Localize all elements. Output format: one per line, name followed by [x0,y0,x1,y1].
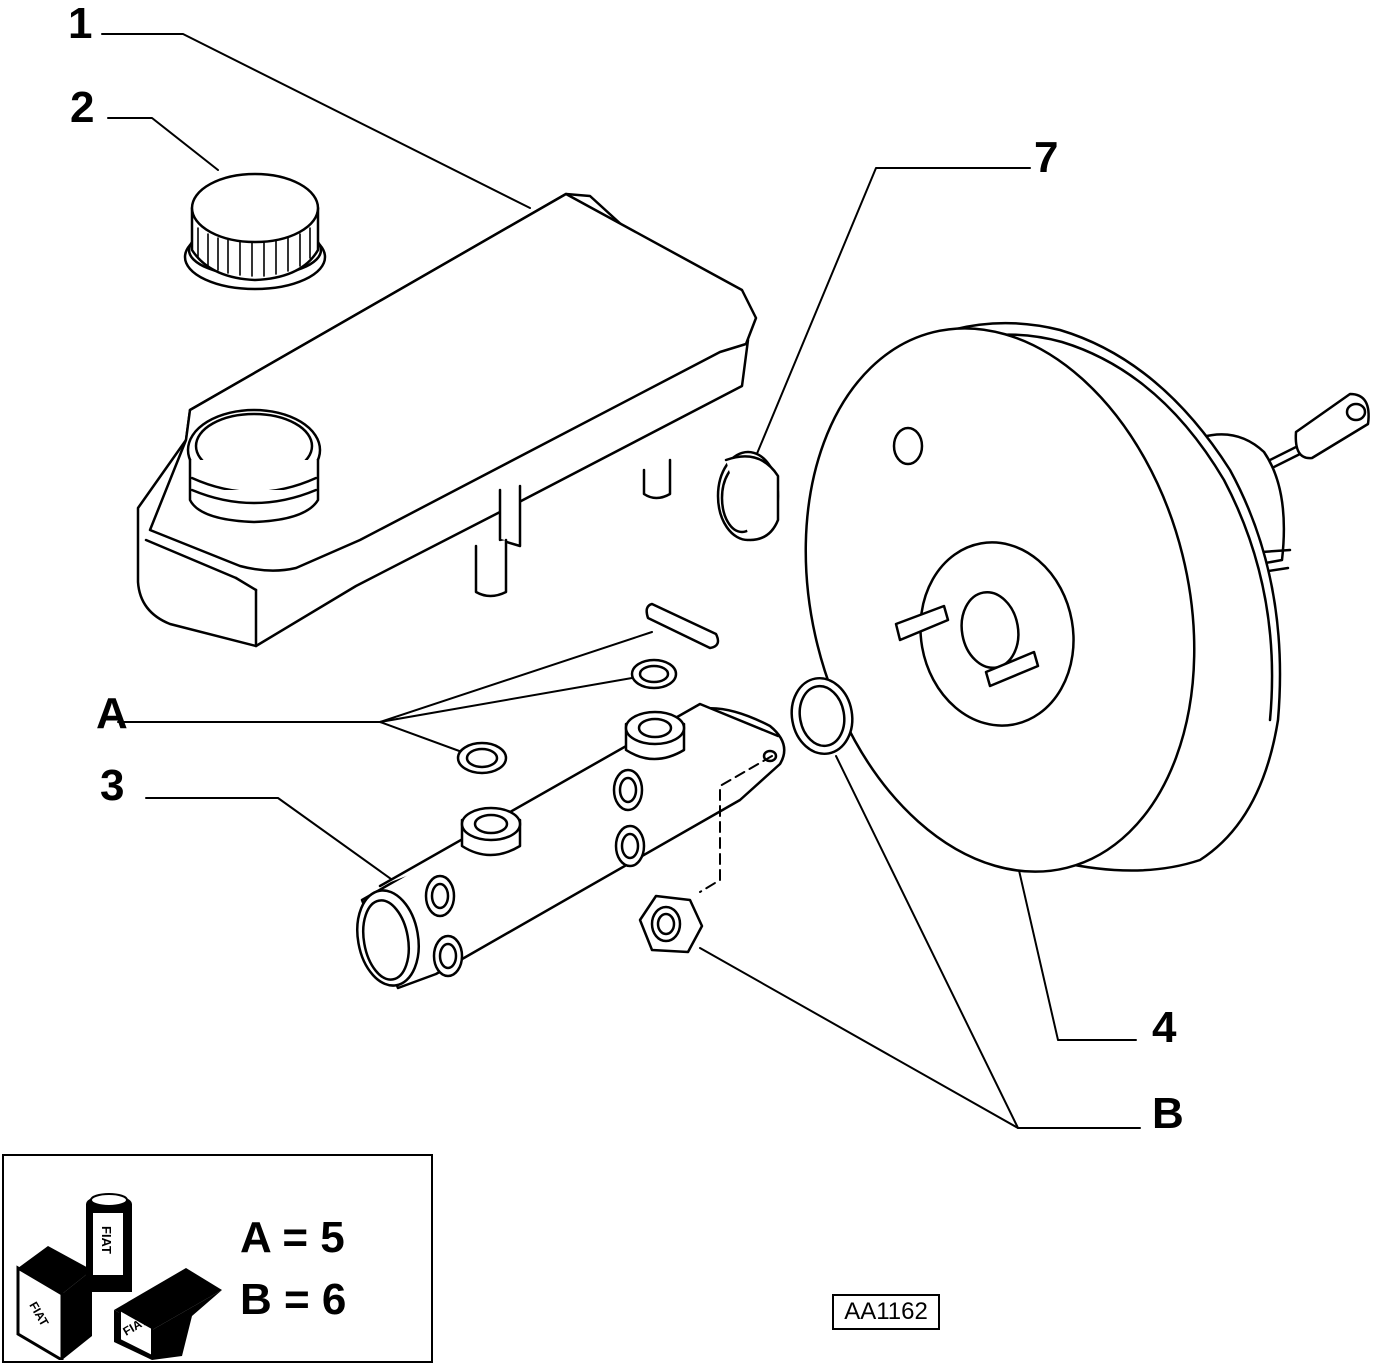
callout-4: 4 [1152,1003,1177,1052]
callout-2: 2 [70,83,95,132]
grommet [716,450,780,542]
leader-A-2 [379,677,633,723]
assembly-dash-line [699,755,773,893]
callout-B: B [1152,1089,1184,1138]
leader-2 [107,117,219,171]
reservoir-cap [183,172,327,291]
fiat-can-label: FIAT [99,1226,114,1254]
master-cylinder [356,702,786,990]
leader-1 [101,33,531,209]
brake-booster [804,321,1370,873]
flange-nut [638,894,704,954]
leader-A-1 [117,631,653,723]
leader-7 [755,167,1031,457]
pin-and-seals [456,602,854,775]
reference-code: AA1162 [832,1294,940,1330]
callout-3: 3 [100,761,125,810]
legend-line-b: B = 6 [240,1275,347,1324]
callout-7: 7 [1034,133,1059,182]
leader-lines [101,33,1141,1129]
leader-B-2 [835,755,1019,1129]
quantity-legend: FIAT FIAT FIAT A = 5 B = 6 [2,1154,433,1363]
callout-1: 1 [68,0,93,48]
callout-A: A [96,689,128,738]
leader-4 [1017,865,1137,1041]
fluid-reservoir [136,192,758,648]
leader-3 [145,797,399,885]
leader-A-3 [379,721,463,753]
leader-B-1 [699,947,1141,1129]
legend-line-a: A = 5 [240,1213,345,1262]
fiat-parts-kit-icon: FIAT FIAT FIAT [16,1193,222,1360]
